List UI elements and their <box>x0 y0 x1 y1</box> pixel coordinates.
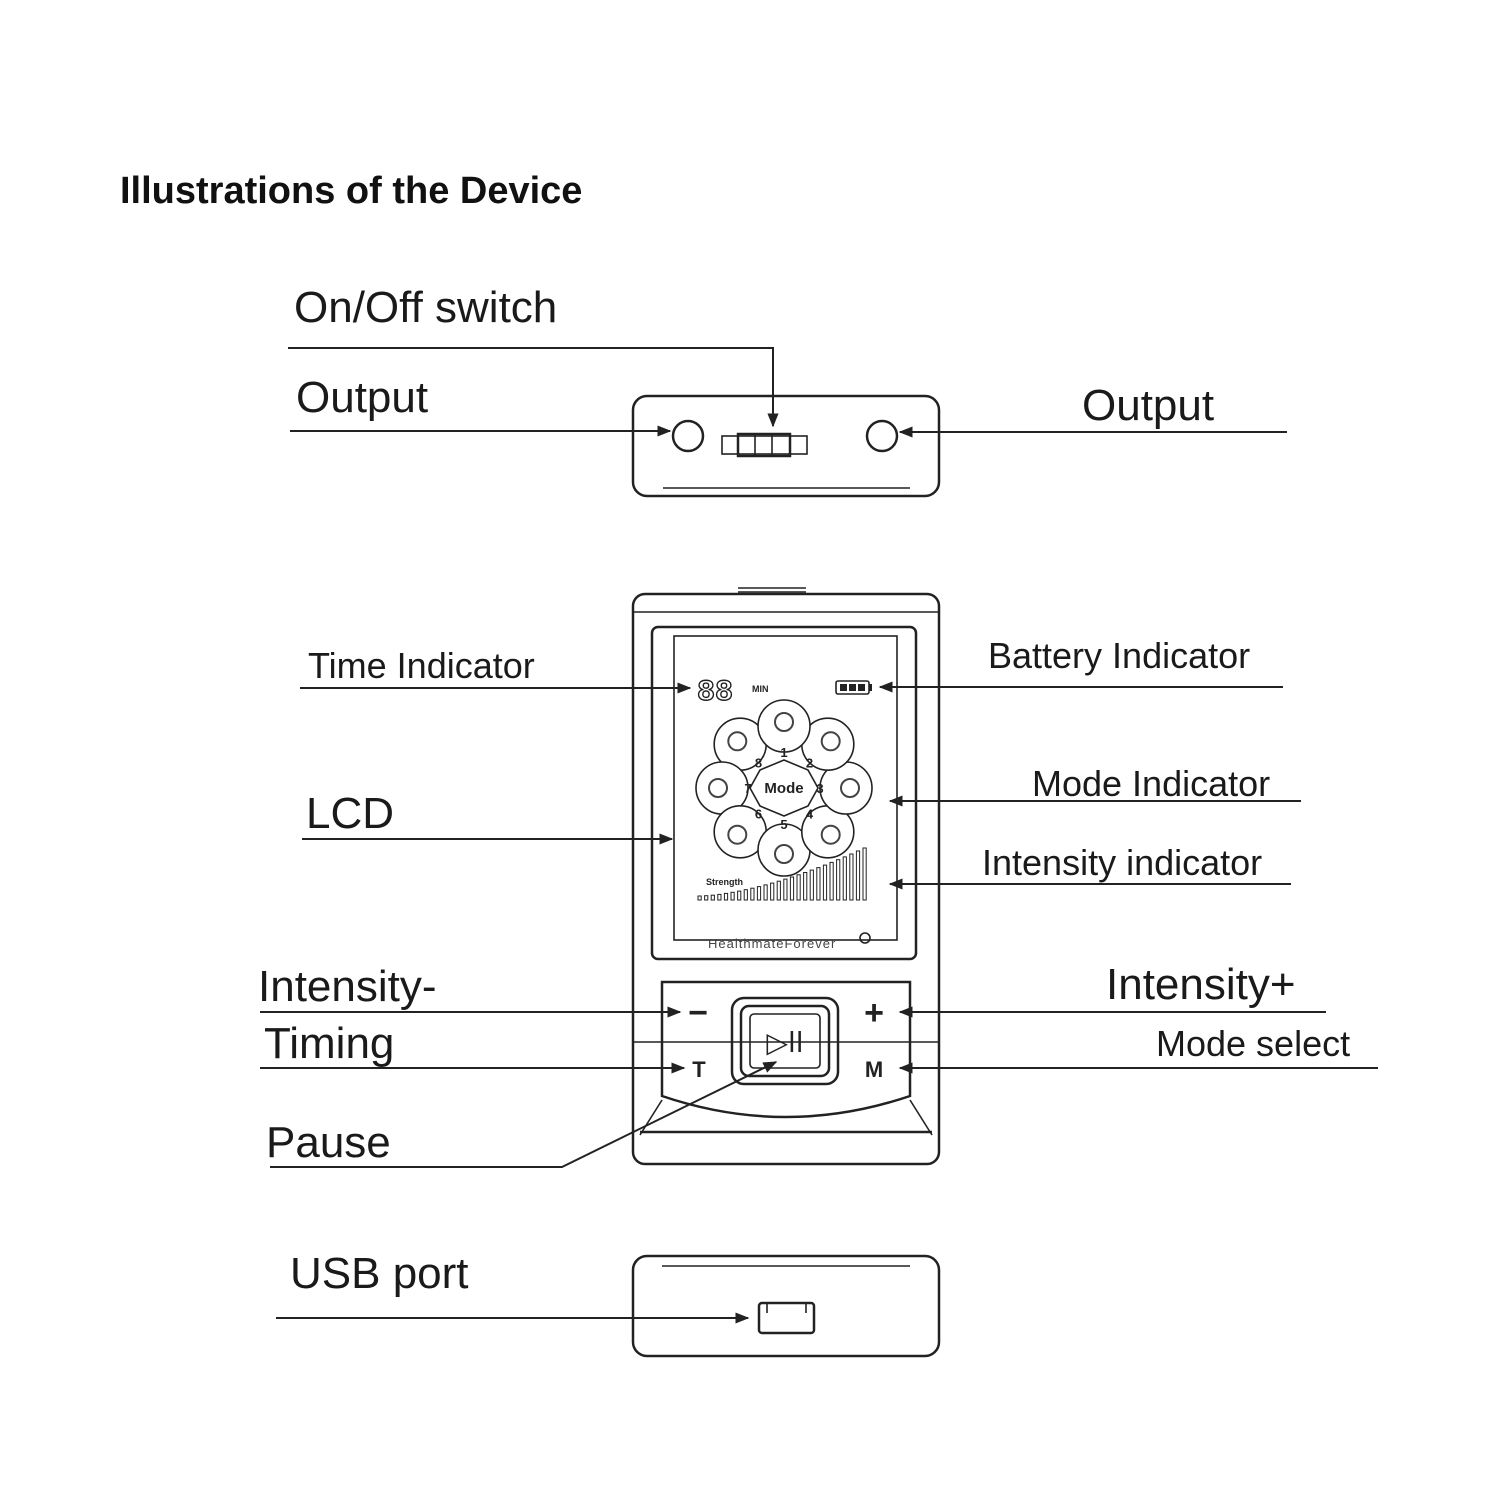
timing-button[interactable]: T <box>692 1057 706 1082</box>
mode-number-8: 8 <box>755 756 762 771</box>
label-lcd: LCD <box>306 789 394 838</box>
lcd-time-unit: MIN <box>752 684 769 694</box>
lcd-time-digits: 88 <box>697 676 733 710</box>
intensity-bar <box>750 887 755 901</box>
label-time-indicator: Time Indicator <box>308 645 535 686</box>
label-output-right: Output <box>1082 381 1214 430</box>
intensity-bar <box>822 864 828 901</box>
intensity-bar <box>704 895 709 901</box>
mode-number-7: 7 <box>744 781 751 796</box>
mode-petal-icon-4 <box>820 824 841 845</box>
screen-bezel <box>650 625 918 961</box>
keypad-panel <box>660 980 912 1119</box>
pause-button-outer <box>730 996 840 1086</box>
lcd-screen <box>673 635 898 941</box>
intensity-bar <box>776 880 781 901</box>
label-output-left: Output <box>296 373 428 422</box>
mode-center-label: Mode <box>764 780 803 797</box>
intensity-bars <box>697 847 867 901</box>
output-jack-left <box>671 419 705 453</box>
mode-number-5: 5 <box>780 817 787 832</box>
leader-on-off-switch <box>288 347 779 428</box>
top-view: On/Off switch Output Output <box>288 283 1287 498</box>
intensity-bar <box>783 878 788 901</box>
leader-pause <box>270 1061 778 1168</box>
intensity-bar <box>756 886 762 901</box>
intensity-bar <box>737 890 742 901</box>
label-battery-indicator: Battery Indicator <box>988 635 1250 676</box>
play-pause-button[interactable]: ▷ll <box>766 1026 803 1059</box>
label-usb-port: USB port <box>290 1249 469 1298</box>
intensity-bar <box>743 889 748 901</box>
mode-petal-icon-7 <box>708 778 728 798</box>
intensity-bar <box>697 895 702 901</box>
intensity-bar <box>789 876 795 901</box>
device-body <box>631 592 941 1166</box>
usb-port <box>757 1301 816 1335</box>
intensity-plus-button[interactable]: + <box>864 994 884 1032</box>
bottom-view: USB port <box>276 1249 941 1358</box>
switch-slider <box>736 432 792 458</box>
label-intensity-indicator: Intensity indicator <box>982 842 1262 883</box>
label-mode-indicator: Mode Indicator <box>1032 763 1270 804</box>
battery-icon <box>835 680 872 695</box>
intensity-bar <box>796 874 801 901</box>
mode-petal-1 <box>757 699 811 753</box>
mode-petal-icon-5 <box>774 844 794 864</box>
intensity-bar <box>816 867 821 901</box>
label-intensity-minus: Intensity- <box>258 962 437 1011</box>
mode-select-button[interactable]: M <box>865 1057 883 1082</box>
power-led <box>859 932 871 944</box>
intensity-bar <box>855 850 861 901</box>
mode-petal-icon-2 <box>820 731 841 752</box>
intensity-bar <box>836 859 841 901</box>
bottom-view-body <box>631 1254 941 1358</box>
label-mode-select: Mode select <box>1156 1023 1350 1064</box>
mode-number-4: 4 <box>806 807 814 822</box>
mode-petal-icon-3 <box>840 778 860 798</box>
switch-housing <box>721 435 808 455</box>
mode-petal-icon-1 <box>774 712 794 732</box>
intensity-bar <box>803 872 808 901</box>
mode-number-1: 1 <box>780 745 787 760</box>
mode-center-octagon <box>749 759 819 817</box>
intensity-bar <box>809 869 814 901</box>
intensity-bar <box>849 853 854 901</box>
on-off-switch <box>721 432 808 458</box>
intensity-bar <box>723 892 729 901</box>
label-timing: Timing <box>264 1019 394 1068</box>
label-intensity-plus: Intensity+ <box>1106 960 1296 1009</box>
intensity-bar <box>730 891 735 901</box>
intensity-minus-button[interactable]: − <box>688 994 708 1032</box>
mode-number-6: 6 <box>755 807 762 822</box>
brand-label: HealthmateForever <box>708 936 836 951</box>
mode-petal-icon-8 <box>727 731 748 752</box>
label-pause: Pause <box>266 1118 391 1167</box>
mode-number-2: 2 <box>806 756 813 771</box>
intensity-bar <box>842 856 847 901</box>
intensity-bar <box>829 861 834 901</box>
output-jack-right <box>865 419 899 453</box>
strength-label: Strength <box>706 877 743 887</box>
mode-number-3: 3 <box>816 781 823 796</box>
intensity-bar <box>710 894 715 901</box>
intensity-bar <box>717 893 722 901</box>
intensity-bar <box>862 847 867 901</box>
intensity-bar <box>770 882 775 901</box>
label-on-off-switch: On/Off switch <box>294 283 557 332</box>
intensity-bar <box>763 884 768 901</box>
pause-button-inner <box>739 1004 831 1078</box>
top-view-body <box>631 394 941 498</box>
page-title: Illustrations of the Device <box>120 170 582 212</box>
mode-petal-icon-6 <box>727 824 748 845</box>
